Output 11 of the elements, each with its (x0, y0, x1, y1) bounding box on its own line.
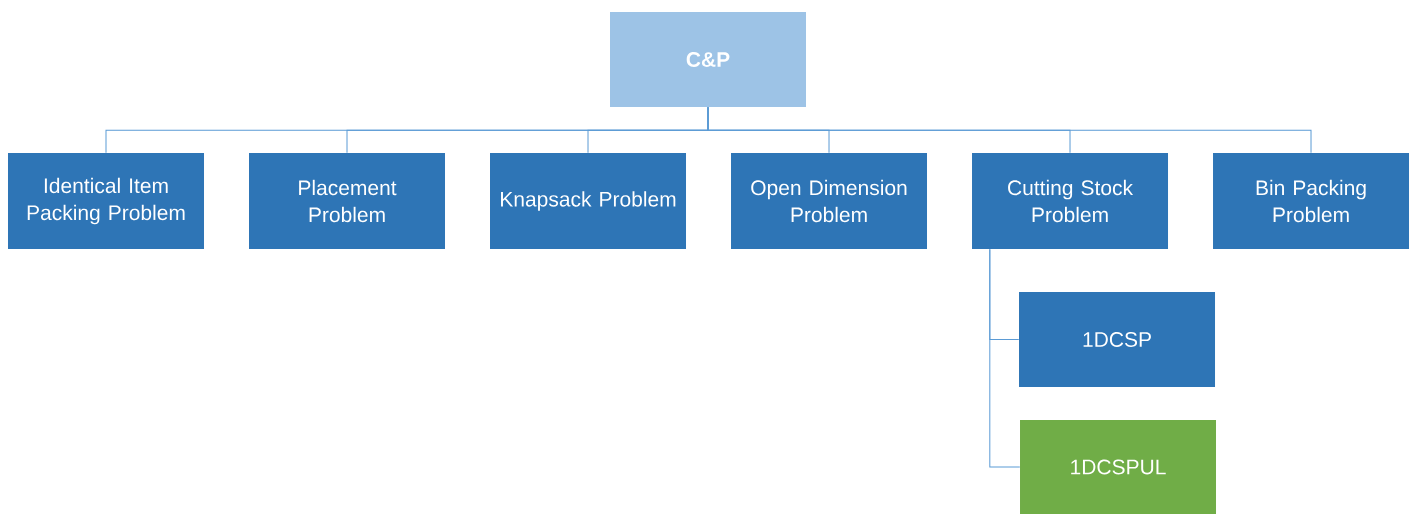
category-box: 1DCSP (1019, 292, 1215, 387)
category-box: Bin Packing Problem (1213, 153, 1409, 249)
category-box: 1DCSPUL (1020, 420, 1216, 514)
root-box: C&P (610, 12, 806, 107)
connector-line (989, 248, 1021, 468)
category-box: Cutting Stock Problem (972, 153, 1168, 249)
connector-line (707, 106, 1312, 154)
category-box: Open Dimension Problem (731, 153, 927, 249)
category-box: Knapsack Problem (490, 153, 686, 249)
category-box: Identical Item Packing Problem (8, 153, 204, 249)
category-box: Placement Problem (249, 153, 445, 249)
